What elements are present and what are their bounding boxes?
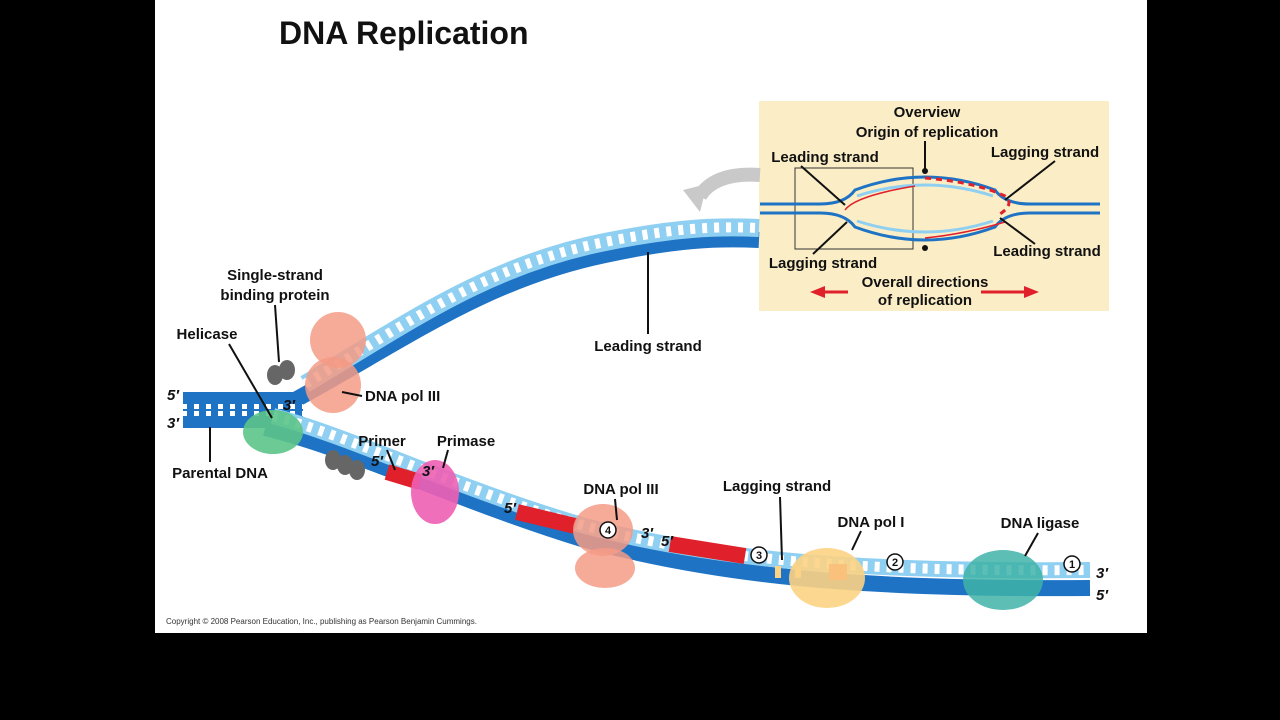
end-pol3-5: 5′ <box>661 533 674 550</box>
label-ssb-line1: Single-strand <box>227 267 323 284</box>
label-dna-pol-iii-top: DNA pol III <box>365 388 440 405</box>
dna-pol-iii-lagging <box>573 504 635 588</box>
end-primer-3: 3′ <box>422 463 435 480</box>
overview-direction-arrows <box>810 286 1039 298</box>
step-marker-1: 1 <box>1069 559 1075 571</box>
zoom-arrow-head <box>683 184 707 212</box>
overview-leading-label-top: Leading strand <box>771 149 879 166</box>
step-marker-4: 4 <box>605 525 612 537</box>
primase-enzyme <box>411 460 459 524</box>
label-parental-dna: Parental DNA <box>172 465 268 482</box>
end-left-top: 5′ <box>167 387 180 404</box>
end-right-top: 3′ <box>1096 565 1109 582</box>
zoom-arrow <box>694 167 761 201</box>
end-fragment-5: 5′ <box>504 500 517 517</box>
label-ssb-line2: binding protein <box>220 287 329 304</box>
overview-directions-line1: Overall directions <box>862 274 989 291</box>
label-dna-pol-i: DNA pol I <box>838 514 905 531</box>
single-strand-binding-proteins <box>267 360 365 480</box>
dna-pol-iii-leading <box>305 312 366 413</box>
end-left-bottom: 3′ <box>167 415 180 432</box>
page-title: DNA Replication <box>279 15 529 51</box>
label-dna-ligase: DNA ligase <box>1001 515 1080 532</box>
overview-leading-label-bottom: Leading strand <box>993 243 1101 260</box>
label-dna-pol-iii-bottom: DNA pol III <box>583 481 658 498</box>
overview-bubble <box>760 168 1100 251</box>
dna-pol-i-enzyme <box>789 548 865 608</box>
overview-inset: Overview Origin of replication Leading s… <box>759 101 1109 311</box>
label-primase: Primase <box>437 433 495 450</box>
end-fork-3: 3′ <box>283 397 296 414</box>
leading-arm <box>291 218 760 408</box>
end-right-bottom: 5′ <box>1096 587 1109 604</box>
step-marker-2: 2 <box>892 557 898 569</box>
end-primer-5: 5′ <box>371 453 384 470</box>
overview-lagging-label-top: Lagging strand <box>991 144 1099 161</box>
label-primer: Primer <box>358 433 406 450</box>
label-helicase: Helicase <box>177 326 238 343</box>
slide: DNA Replication Overview Origin of repli… <box>155 0 1147 633</box>
overview-background <box>759 101 1109 311</box>
label-leading-strand: Leading strand <box>594 338 702 355</box>
overview-directions-line2: of replication <box>878 292 972 309</box>
dna-ligase-enzyme <box>963 550 1043 610</box>
step-markers: 4 3 2 1 <box>599 521 1081 573</box>
helicase-enzyme <box>243 410 303 454</box>
labels: Single-strand binding protein Helicase L… <box>172 252 1080 561</box>
copyright-notice: Copyright © 2008 Pearson Education, Inc.… <box>166 617 477 626</box>
label-lagging-strand: Lagging strand <box>723 478 831 495</box>
overview-heading: Overview <box>894 104 961 121</box>
overview-origin-label: Origin of replication <box>856 124 999 141</box>
strand-ends: 5′ 3′ 3′ 5′ 3′ 5′ 3′ 5′ 3′ 5′ <box>167 387 1109 604</box>
end-pol3-3: 3′ <box>641 525 654 542</box>
overview-lagging-label-bottom: Lagging strand <box>769 255 877 272</box>
dna-replication-diagram: DNA Replication Overview Origin of repli… <box>166 15 1109 626</box>
step-marker-3: 3 <box>756 550 762 562</box>
overview-zoom-box <box>794 167 914 250</box>
